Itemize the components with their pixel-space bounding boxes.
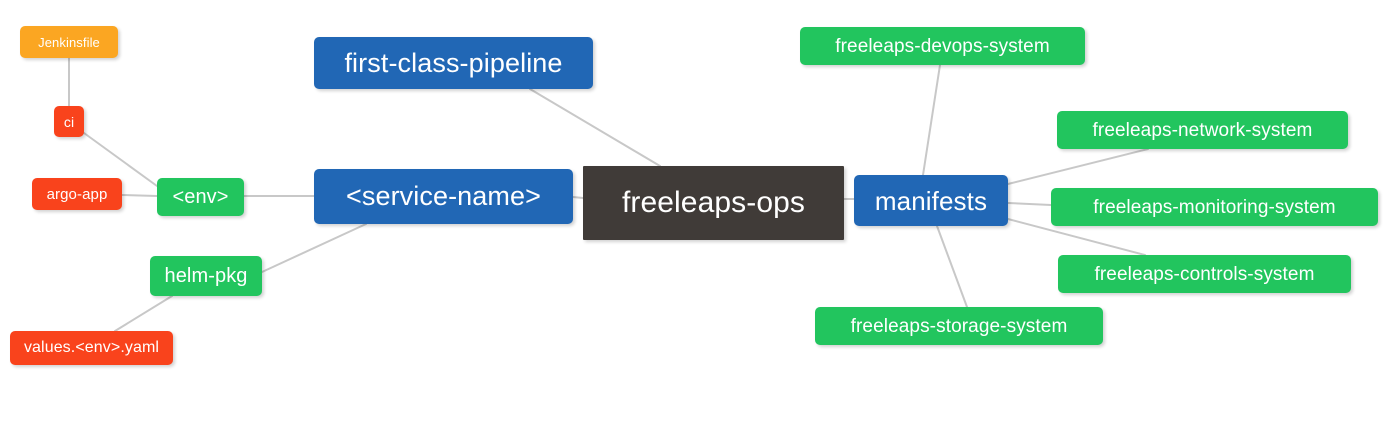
edge-manifests-to-freeleaps-storage-system [936, 225, 968, 308]
node-argo-app[interactable]: argo-app [32, 178, 122, 210]
edge-manifests-to-freeleaps-controls-system [1007, 218, 1146, 256]
node-ci[interactable]: ci [54, 106, 84, 137]
node-first-class-pipeline[interactable]: first-class-pipeline [314, 37, 593, 89]
edge-helm-pkg-to-values-env-yaml [114, 295, 173, 332]
node-env[interactable]: <env> [157, 178, 244, 216]
node-helm-pkg[interactable]: helm-pkg [150, 256, 262, 296]
edge-first-class-pipeline-to-freeleaps-ops [529, 88, 661, 167]
edge-service-name-to-helm-pkg [261, 223, 367, 273]
node-freeleaps-storage-system[interactable]: freeleaps-storage-system [815, 307, 1103, 345]
edge-manifests-to-freeleaps-network-system [1007, 148, 1149, 185]
node-service-name[interactable]: <service-name> [314, 169, 573, 224]
node-freeleaps-network-system[interactable]: freeleaps-network-system [1057, 111, 1348, 149]
node-freeleaps-ops[interactable]: freeleaps-ops [583, 166, 844, 240]
edge-freeleaps-devops-system-to-manifests [922, 64, 941, 176]
edge-service-name-to-freeleaps-ops [572, 196, 584, 199]
edge-ci-to-env [83, 132, 158, 187]
node-jenkinsfile[interactable]: Jenkinsfile [20, 26, 118, 58]
node-values-env-yaml[interactable]: values.<env>.yaml [10, 331, 173, 365]
node-freeleaps-controls-system[interactable]: freeleaps-controls-system [1058, 255, 1351, 293]
edge-manifests-to-freeleaps-monitoring-system [1007, 202, 1052, 206]
node-freeleaps-devops-system[interactable]: freeleaps-devops-system [800, 27, 1085, 65]
node-manifests[interactable]: manifests [854, 175, 1008, 226]
edge-argo-app-to-env [121, 194, 158, 197]
node-freeleaps-monitoring-system[interactable]: freeleaps-monitoring-system [1051, 188, 1378, 226]
